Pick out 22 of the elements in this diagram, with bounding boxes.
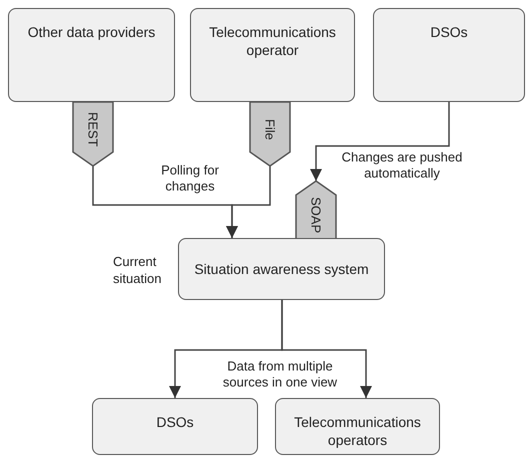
node-text: Telecommunications operator	[208, 23, 337, 60]
side-note: Current situation	[113, 254, 162, 288]
process-box	[373, 8, 525, 102]
node-text: Telecommunications operators	[293, 413, 422, 450]
arrow	[226, 166, 271, 238]
interface-label: REST	[86, 112, 100, 146]
node-text: Other data providers	[28, 23, 156, 42]
arrow	[310, 102, 450, 181]
process-box	[190, 8, 355, 102]
node-text: DSOs	[156, 413, 194, 432]
interface-tag	[296, 181, 336, 239]
process-box	[275, 398, 440, 455]
interface-tag	[250, 102, 290, 166]
node-text: DSOs	[430, 23, 468, 42]
interface-tag	[73, 102, 113, 166]
interface-label: File	[262, 118, 278, 140]
arrow	[281, 300, 372, 398]
interface-label: SOAP	[308, 196, 324, 234]
node-text: Situation awareness system	[194, 260, 369, 278]
process-box	[92, 398, 258, 455]
process-box	[178, 238, 385, 300]
process-box	[8, 8, 175, 102]
